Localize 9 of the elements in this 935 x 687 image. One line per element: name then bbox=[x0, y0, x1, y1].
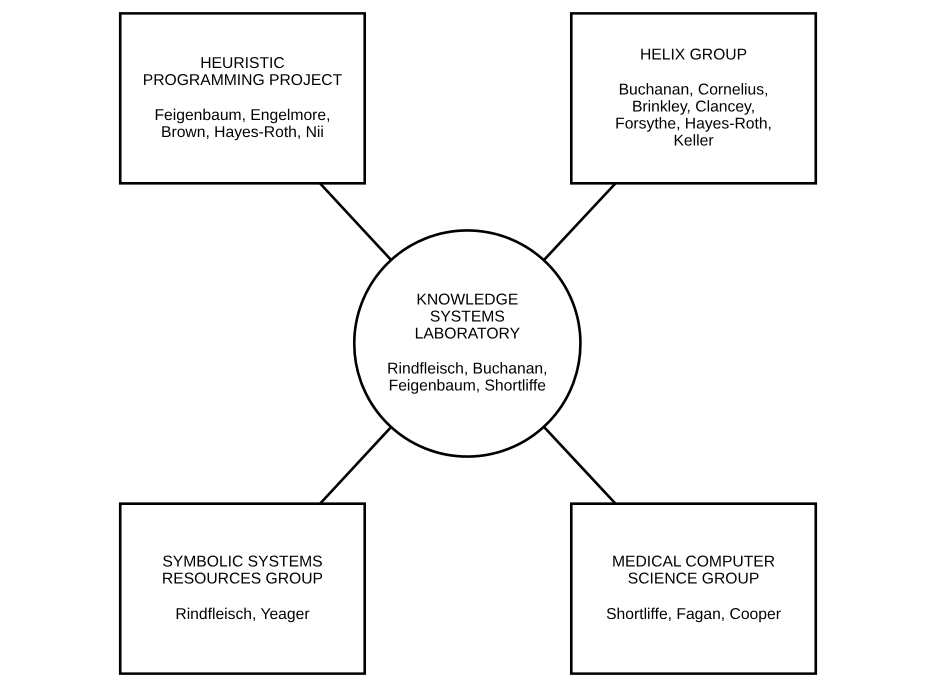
connector bbox=[318, 182, 392, 260]
connector bbox=[542, 182, 616, 261]
connector bbox=[542, 426, 616, 505]
node-box: MEDICAL COMPUTER SCIENCE GROUP Shortliffe, Fagan, Cooper bbox=[569, 502, 817, 675]
node-circle: KNOWLEDGE SYSTEMS LABORATORY Rindfleisch, Buchanan, Feigenbaum, Shortliffe bbox=[352, 229, 582, 458]
node-box: HELIX GROUP Buchanan, Cornelius, Brinkley, Clancey, Forsythe, Hayes-Roth, Keller bbox=[569, 12, 817, 185]
node-box: HEURISTIC PROGRAMMING PROJECT Feigenbaum, Engelmore, Brown, Hayes-Roth, Nii bbox=[118, 12, 366, 185]
connector bbox=[318, 426, 392, 504]
node-box: SYMBOLIC SYSTEMS RESOURCES GROUP Rindfleisch, Yeager bbox=[118, 502, 366, 675]
